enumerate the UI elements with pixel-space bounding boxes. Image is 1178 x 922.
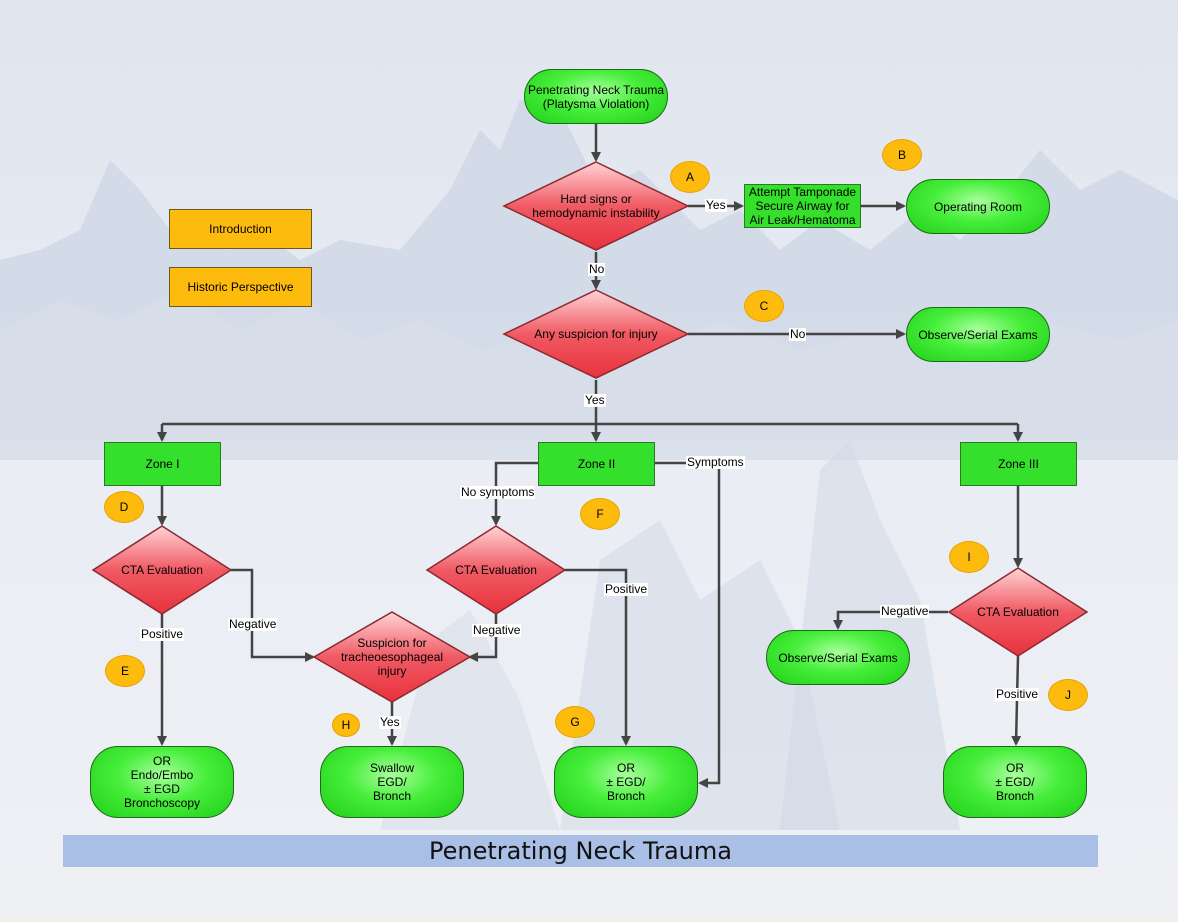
edge-label-negative-zone2: Negative: [472, 623, 522, 637]
tamponade-node[interactable]: Attempt Tamponade Secure Airway for Air …: [744, 184, 861, 228]
edge-label-positive-zone3: Positive: [995, 687, 1040, 701]
out-zone3-line-1: OR: [1006, 761, 1024, 775]
operating-room-node[interactable]: Operating Room: [906, 179, 1050, 234]
page-title-bar: Penetrating Neck Trauma: [63, 835, 1098, 867]
edge-label-positive-zone2: Positive: [604, 582, 649, 596]
outcome-zone1-node[interactable]: OR Endo/Embo ± EGD Bronchoscopy: [90, 746, 234, 818]
marker-d[interactable]: D: [104, 491, 144, 523]
decision-cta-zone3: [947, 567, 1089, 657]
marker-h[interactable]: H: [332, 713, 360, 737]
introduction-button[interactable]: Introduction: [169, 209, 312, 249]
edge-cta1-te: [231, 568, 315, 662]
observe-zone3-node[interactable]: Observe/Serial Exams: [766, 630, 910, 685]
marker-f[interactable]: F: [580, 498, 620, 530]
edge-label-symptoms: Symptoms: [686, 455, 745, 469]
tamponade-line-2: Secure Airway for: [755, 199, 850, 213]
edge-label-negative-zone3: Negative: [880, 604, 930, 618]
edge-zone2-symptoms: [655, 461, 721, 788]
outcome-swallow-node[interactable]: Swallow EGD/ Bronch: [320, 746, 464, 818]
zone2-node[interactable]: Zone II: [538, 442, 655, 486]
decision-hard-signs: [502, 161, 690, 251]
out-zone1-line-4: Bronchoscopy: [123, 796, 201, 810]
tamponade-line-3: Air Leak/Hematoma: [749, 213, 856, 227]
out-zone2-line-3: Bronch: [606, 789, 646, 803]
edge-zone2-cta2: [491, 461, 538, 526]
out-zone1-line-1: OR: [153, 754, 171, 768]
marker-g[interactable]: G: [555, 706, 595, 738]
outcome-zone2-node[interactable]: OR ± EGD/ Bronch: [554, 746, 698, 818]
edge-label-no-hard: No: [588, 262, 606, 276]
edge-label-yes-suspicion: Yes: [584, 393, 606, 407]
edge-label-yes-te: Yes: [379, 715, 401, 729]
start-line-2: (Platysma Violation): [542, 96, 650, 111]
out-zone2-line-1: OR: [617, 761, 635, 775]
tamponade-line-1: Attempt Tamponade: [748, 185, 857, 199]
bottom-strip: [0, 917, 1178, 922]
edge-label-yes-hard: Yes: [705, 198, 727, 212]
out-swallow-line-1: Swallow: [369, 761, 414, 775]
marker-j[interactable]: J: [1048, 679, 1088, 711]
start-line-1: Penetrating Neck Trauma: [527, 82, 665, 97]
page-title: Penetrating Neck Trauma: [429, 837, 732, 865]
out-zone2-line-2: ± EGD/: [606, 775, 646, 789]
out-zone3-line-3: Bronch: [995, 789, 1035, 803]
decision-suspicion: [502, 289, 690, 379]
decision-cta-zone2: [425, 525, 567, 615]
start-node[interactable]: Penetrating Neck Trauma (Platysma Violat…: [524, 69, 668, 124]
edge-label-no-suspicion: No: [789, 327, 807, 341]
observe-top-node[interactable]: Observe/Serial Exams: [906, 307, 1050, 362]
decision-te-injury: [312, 611, 472, 703]
decision-cta-zone1: [91, 525, 233, 615]
zone3-node[interactable]: Zone III: [960, 442, 1077, 486]
zone1-node[interactable]: Zone I: [104, 442, 221, 486]
marker-e[interactable]: E: [105, 655, 145, 687]
outcome-zone3-node[interactable]: OR ± EGD/ Bronch: [943, 746, 1087, 818]
edge-label-positive-zone1: Positive: [140, 627, 185, 641]
marker-c[interactable]: C: [744, 290, 784, 322]
marker-i[interactable]: I: [949, 541, 989, 573]
marker-b[interactable]: B: [882, 139, 922, 171]
edge-label-no-symptoms: No symptoms: [460, 485, 536, 499]
out-zone1-line-2: Endo/Embo: [130, 768, 194, 782]
out-zone1-line-3: ± EGD: [144, 782, 180, 796]
out-zone3-line-2: ± EGD/: [995, 775, 1035, 789]
edge-label-negative-zone1: Negative: [228, 617, 278, 631]
out-swallow-line-3: Bronch: [372, 789, 412, 803]
historic-perspective-button[interactable]: Historic Perspective: [169, 267, 312, 307]
marker-a[interactable]: A: [670, 161, 710, 193]
edge-cta2-out: [565, 568, 631, 746]
out-swallow-line-2: EGD/: [377, 775, 407, 789]
